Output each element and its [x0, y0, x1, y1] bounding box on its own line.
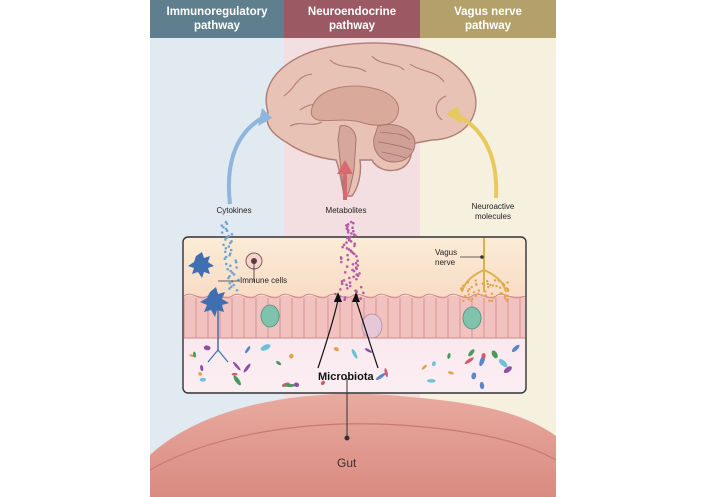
header-immunoregulatory: Immunoregulatory pathway: [150, 0, 284, 38]
label-gut: Gut: [337, 456, 357, 470]
header-neuroendocrine-text: Neuroendocrine pathway: [307, 6, 397, 32]
header-immunoregulatory-text: Immunoregulatory pathway: [166, 6, 268, 32]
vagus-nerve-fiber: [461, 238, 507, 293]
brain-illustration: [265, 42, 477, 197]
label-cytokines: Cytokines: [216, 206, 252, 215]
label-vagus-nerve: Vagus nerve: [435, 248, 458, 267]
microbes: [189, 344, 520, 390]
gut-wall: [150, 393, 556, 497]
label-microbiota: Microbiota: [318, 371, 374, 383]
cytokine-arrow: [226, 108, 272, 205]
label-metabolites: Metabolites: [325, 206, 367, 215]
gut-inset: [182, 220, 527, 394]
label-immune-cells: Immune cells: [240, 276, 288, 285]
immune-cell: [245, 252, 263, 282]
label-neuroactive: Neuroactive molecules: [471, 202, 515, 221]
header-vagus: Vagus nerve pathway: [420, 0, 556, 38]
metabolite-arrow: [337, 160, 353, 200]
metabolite-particles: [334, 220, 365, 303]
neuroactive-particles: [460, 279, 510, 303]
header-vagus-text: Vagus nerve pathway: [454, 6, 522, 32]
header-neuroendocrine: Neuroendocrine pathway: [284, 0, 420, 38]
neuroactive-arrow: [446, 106, 499, 199]
dendritic-cell-2: [200, 287, 229, 363]
dendritic-cell: [188, 252, 214, 278]
